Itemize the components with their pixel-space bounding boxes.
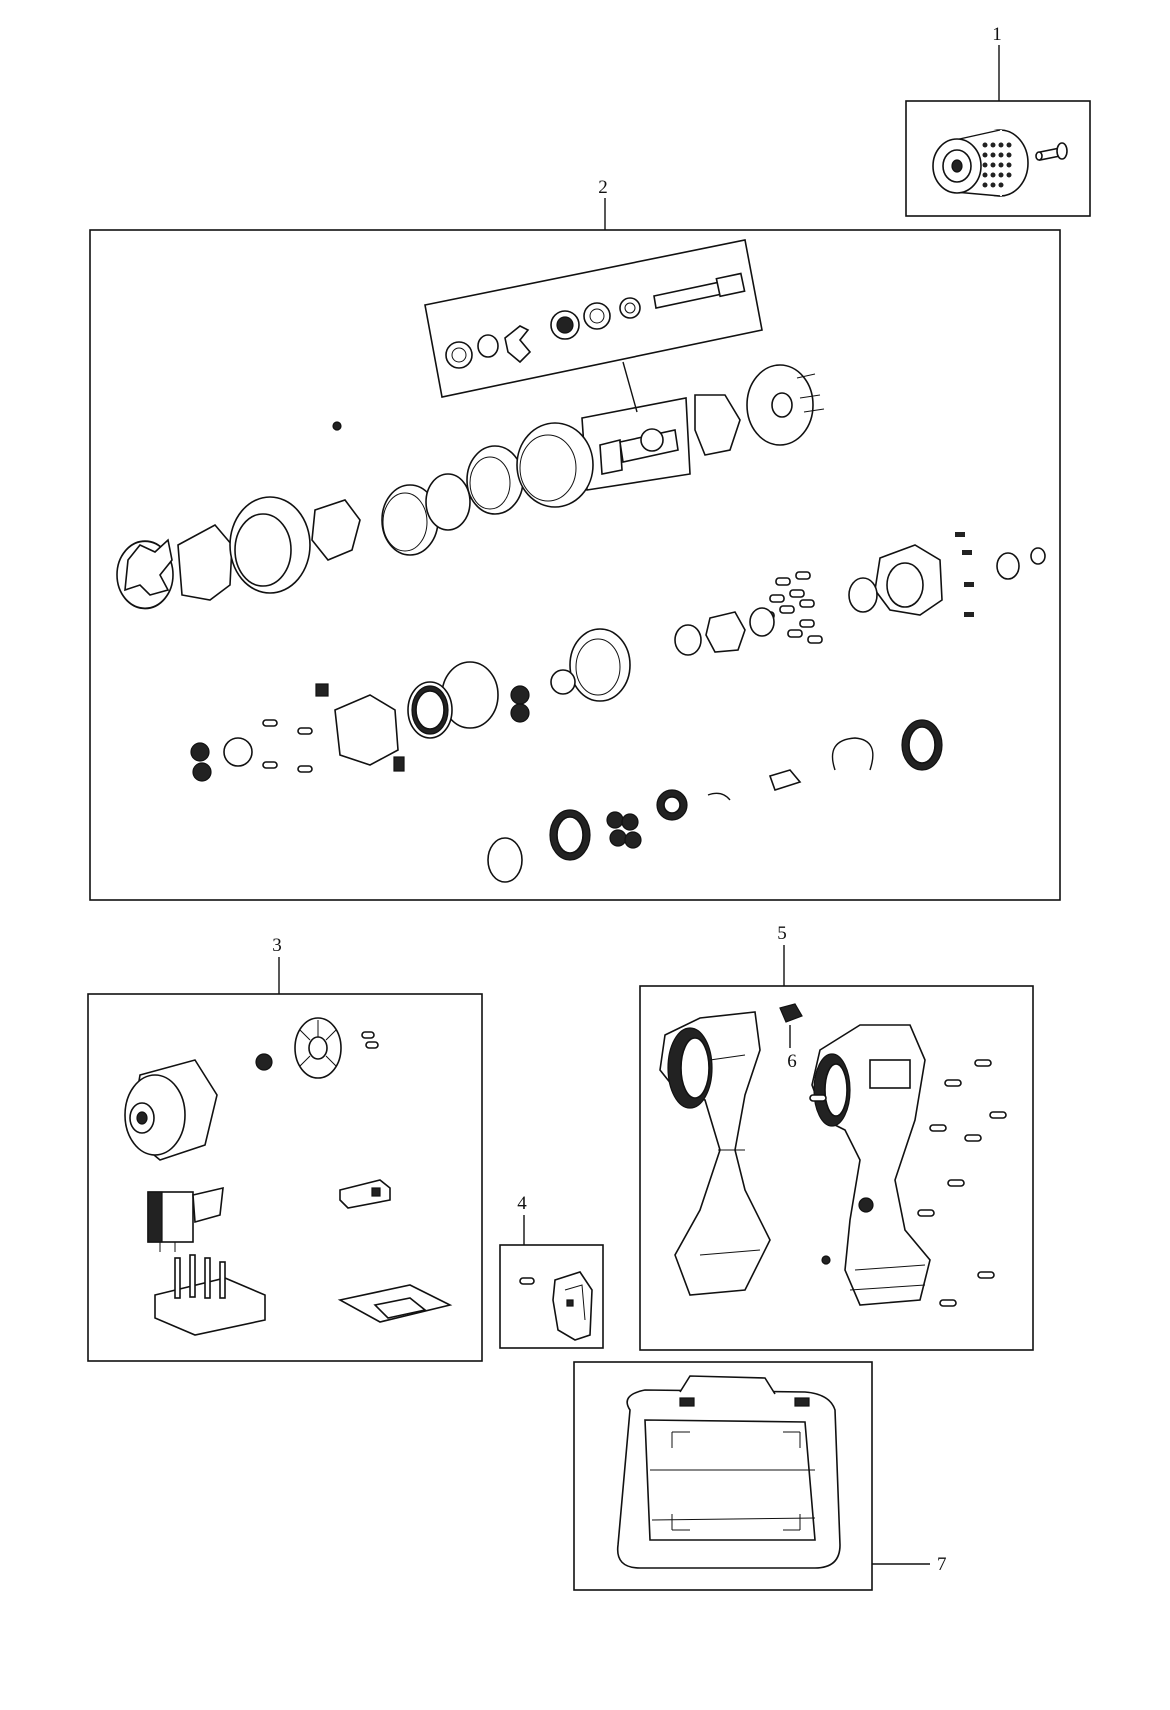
clutch-rings-icon — [116, 421, 594, 610]
lower-gear-set-icon — [487, 719, 943, 883]
group-2-box — [89, 229, 1061, 901]
callout-2: 2 — [598, 177, 608, 198]
group-2: 2 — [89, 177, 1061, 901]
callout-3: 3 — [272, 935, 282, 956]
led-connector-icon — [339, 1179, 391, 1209]
group-7: 7 — [573, 1361, 947, 1591]
group-3: 3 — [87, 935, 483, 1362]
screw-icon — [1035, 142, 1068, 161]
left-housing-icon — [659, 1011, 771, 1296]
carry-case-icon — [616, 1375, 841, 1569]
chuck-icon — [932, 129, 1029, 197]
group-7-box — [573, 1361, 873, 1591]
trigger-switch-icon — [147, 1186, 224, 1252]
callout-7: 7 — [937, 1554, 947, 1575]
ring-gear-icon — [407, 628, 631, 739]
gearbox-housing-icon — [190, 683, 405, 782]
group-5: 5 6 — [639, 923, 1034, 1351]
callout-4: 4 — [517, 1193, 527, 1214]
group-1: 1 — [905, 24, 1091, 217]
group-4-box — [499, 1244, 604, 1349]
group-3-box — [87, 993, 483, 1362]
group-4: 4 — [499, 1193, 604, 1349]
front-housing-plate-icon — [694, 364, 825, 456]
callout-6: 6 — [787, 1051, 797, 1072]
fan-icon — [255, 1017, 379, 1079]
spindle-assembled-icon — [599, 428, 679, 475]
motor-icon — [124, 1059, 218, 1161]
screw-icon — [519, 1277, 535, 1285]
group-1-box — [905, 100, 1091, 217]
gear-housing-icon — [848, 532, 1046, 617]
spindle-leader — [622, 361, 638, 413]
group-5-box — [639, 985, 1034, 1351]
belt-clip-icon — [552, 1271, 593, 1341]
spindle-parts-icon — [445, 272, 746, 369]
battery-terminal-icon — [337, 1284, 453, 1323]
right-housing-icon — [811, 1024, 931, 1306]
housing-screws-icon — [809, 1059, 1007, 1307]
pcb-module-icon — [154, 1254, 266, 1336]
callout-1: 1 — [992, 24, 1002, 45]
spindle-subassembly-box — [424, 239, 763, 398]
led-light-icon: 6 — [779, 1003, 803, 1072]
callout-5: 5 — [777, 923, 787, 944]
pins-icon — [674, 571, 823, 656]
